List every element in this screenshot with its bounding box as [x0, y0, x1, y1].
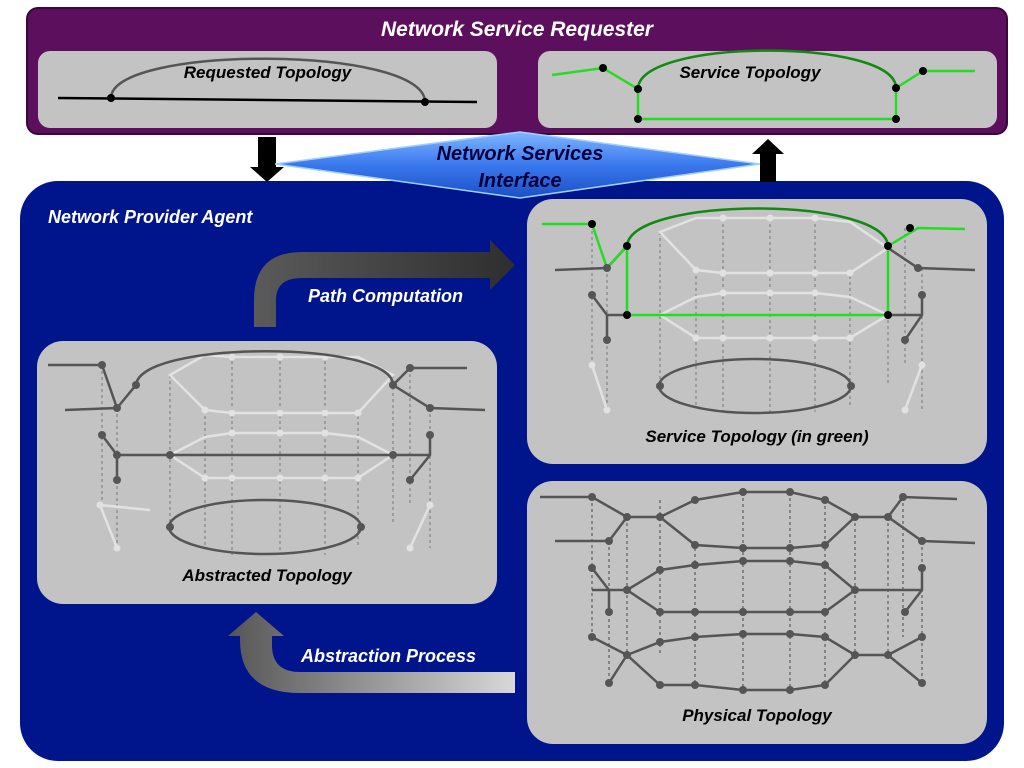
physical-topology-graph [540, 488, 976, 694]
provider-title: Network Provider Agent [48, 207, 253, 227]
service-topology-green-label: Service Topology (in green) [645, 427, 869, 446]
requester-title: Network Service Requester [381, 18, 653, 41]
abstraction-process-label: Abstraction Process [301, 646, 477, 666]
requested-topology-label: Requested Topology [183, 63, 352, 82]
up-arrow-icon [752, 139, 784, 182]
service-topology-label: Service Topology [679, 63, 821, 82]
abstracted-topology-graph [48, 350, 486, 556]
abstracted-topology-box [37, 341, 497, 604]
path-computation-arrow [254, 240, 515, 327]
abstraction-process-arrow [228, 612, 515, 693]
service-topology-graph [551, 49, 975, 123]
network-services-interface-shape [274, 131, 761, 199]
abstracted-topology-label: Abstracted Topology [182, 566, 352, 585]
service-topology-green-graph [542, 207, 976, 415]
physical-topology-label: Physical Topology [682, 706, 832, 725]
requested-topology-graph [57, 57, 478, 106]
interface-line-2: Interface [478, 170, 561, 192]
down-arrow-icon [250, 137, 284, 182]
service-topology-box [538, 51, 997, 128]
path-computation-label: Path Computation [308, 286, 463, 306]
interface-line-1: Network Services [437, 143, 604, 165]
